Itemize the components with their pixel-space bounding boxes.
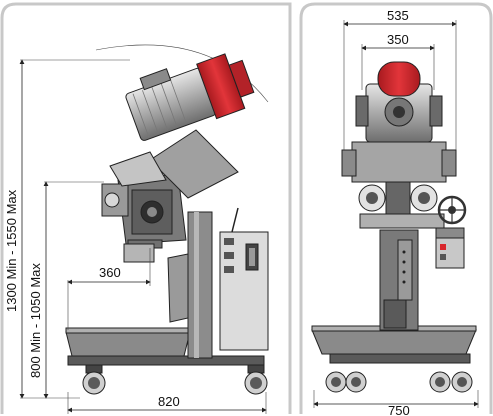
base-frame [67, 355, 265, 366]
front-view-machine [311, 61, 477, 393]
dim-reach: 360 [99, 265, 121, 280]
motor-side [125, 53, 255, 141]
caster-front [244, 364, 268, 395]
front-view-dimensions: 535 350 750 [313, 8, 479, 416]
terminal-box [139, 68, 172, 91]
front-casters [325, 371, 473, 393]
swing-arc [95, 44, 269, 103]
front-view-frame [299, 2, 493, 414]
front-head-frame [351, 141, 447, 183]
dim-base-width: 750 [388, 403, 410, 416]
chip-chute [167, 253, 189, 323]
front-base [329, 353, 471, 364]
front-motor-red [377, 61, 421, 97]
dim-table-height: 800 Min - 1050 Max [28, 263, 43, 378]
column [187, 211, 213, 359]
front-chip-tray [311, 329, 477, 355]
control-cabinet [219, 231, 269, 351]
feed-guard [109, 151, 167, 187]
dim-total-height: 1300 Min - 1550 Max [4, 189, 19, 312]
tilt-bracket [149, 129, 239, 199]
dim-length: 820 [158, 394, 180, 409]
dim-overall-width: 535 [387, 8, 409, 23]
chip-tray-rim [65, 327, 191, 334]
caster-rear [82, 364, 106, 395]
dim-motor-width: 350 [387, 32, 409, 47]
side-view-machine [65, 44, 269, 395]
chip-tray [65, 331, 191, 357]
lever [231, 207, 239, 233]
side-view-frame [0, 2, 292, 414]
side-view-dimensions: 1300 Min - 1550 Max 800 Min - 1050 Max 3… [4, 59, 267, 414]
handwheel [435, 195, 467, 239]
